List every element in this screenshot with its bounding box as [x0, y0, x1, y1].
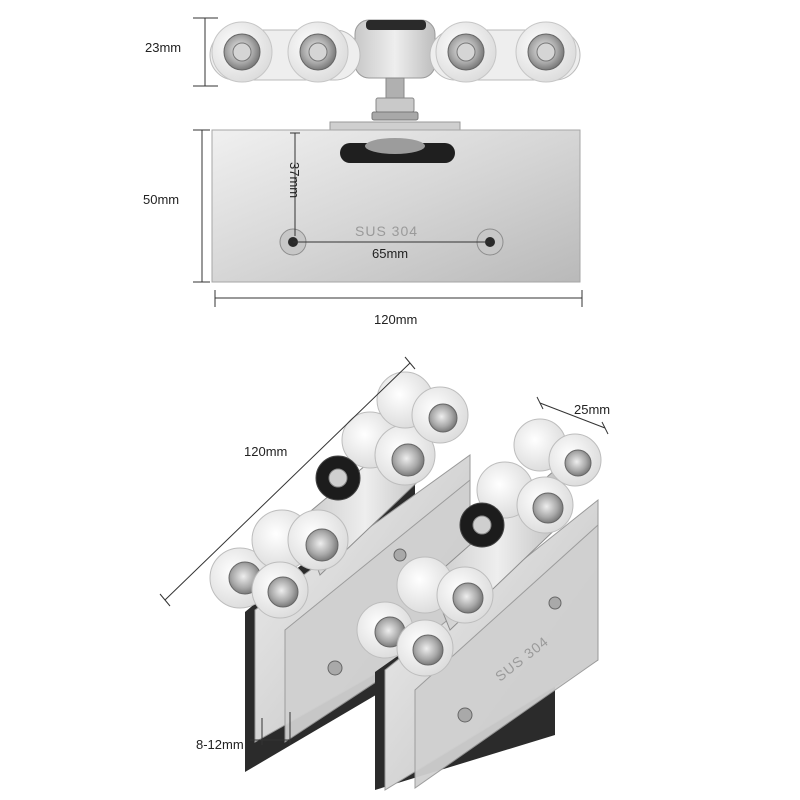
mounting-plate: SUS 304 [211, 121, 581, 283]
bearing [452, 582, 484, 614]
dim-plate-length: 120mm [374, 312, 417, 327]
bearing [412, 634, 444, 666]
bearing [564, 449, 592, 477]
bearing [428, 403, 458, 433]
dim-roller-height: 23mm [145, 40, 181, 55]
bearing [532, 492, 564, 524]
bearing [391, 443, 425, 477]
dim-total-length: 120mm [244, 444, 287, 459]
dim-hole-spacing: 65mm [372, 246, 408, 261]
perspective-dimensions [159, 356, 609, 745]
top-view: SUS 304 23mm 50mm 37mm 65mm 120mm [143, 17, 583, 327]
hanger-bolt [354, 19, 436, 121]
bearing [305, 528, 339, 562]
dim-roller-width: 25mm [574, 402, 610, 417]
bearing [267, 576, 299, 608]
dim-glass-thickness: 8-12mm [196, 737, 244, 752]
roller-group-left [209, 21, 361, 83]
hanger-unit-right: SUS 304 [356, 418, 602, 791]
perspective-view: SUS 304 [159, 356, 610, 791]
top-dimensions [193, 17, 583, 307]
dim-slot-depth: 37mm [287, 162, 302, 198]
roller-group-right [429, 21, 581, 83]
dim-plate-height: 50mm [143, 192, 179, 207]
plate-marking: SUS 304 [355, 223, 418, 239]
